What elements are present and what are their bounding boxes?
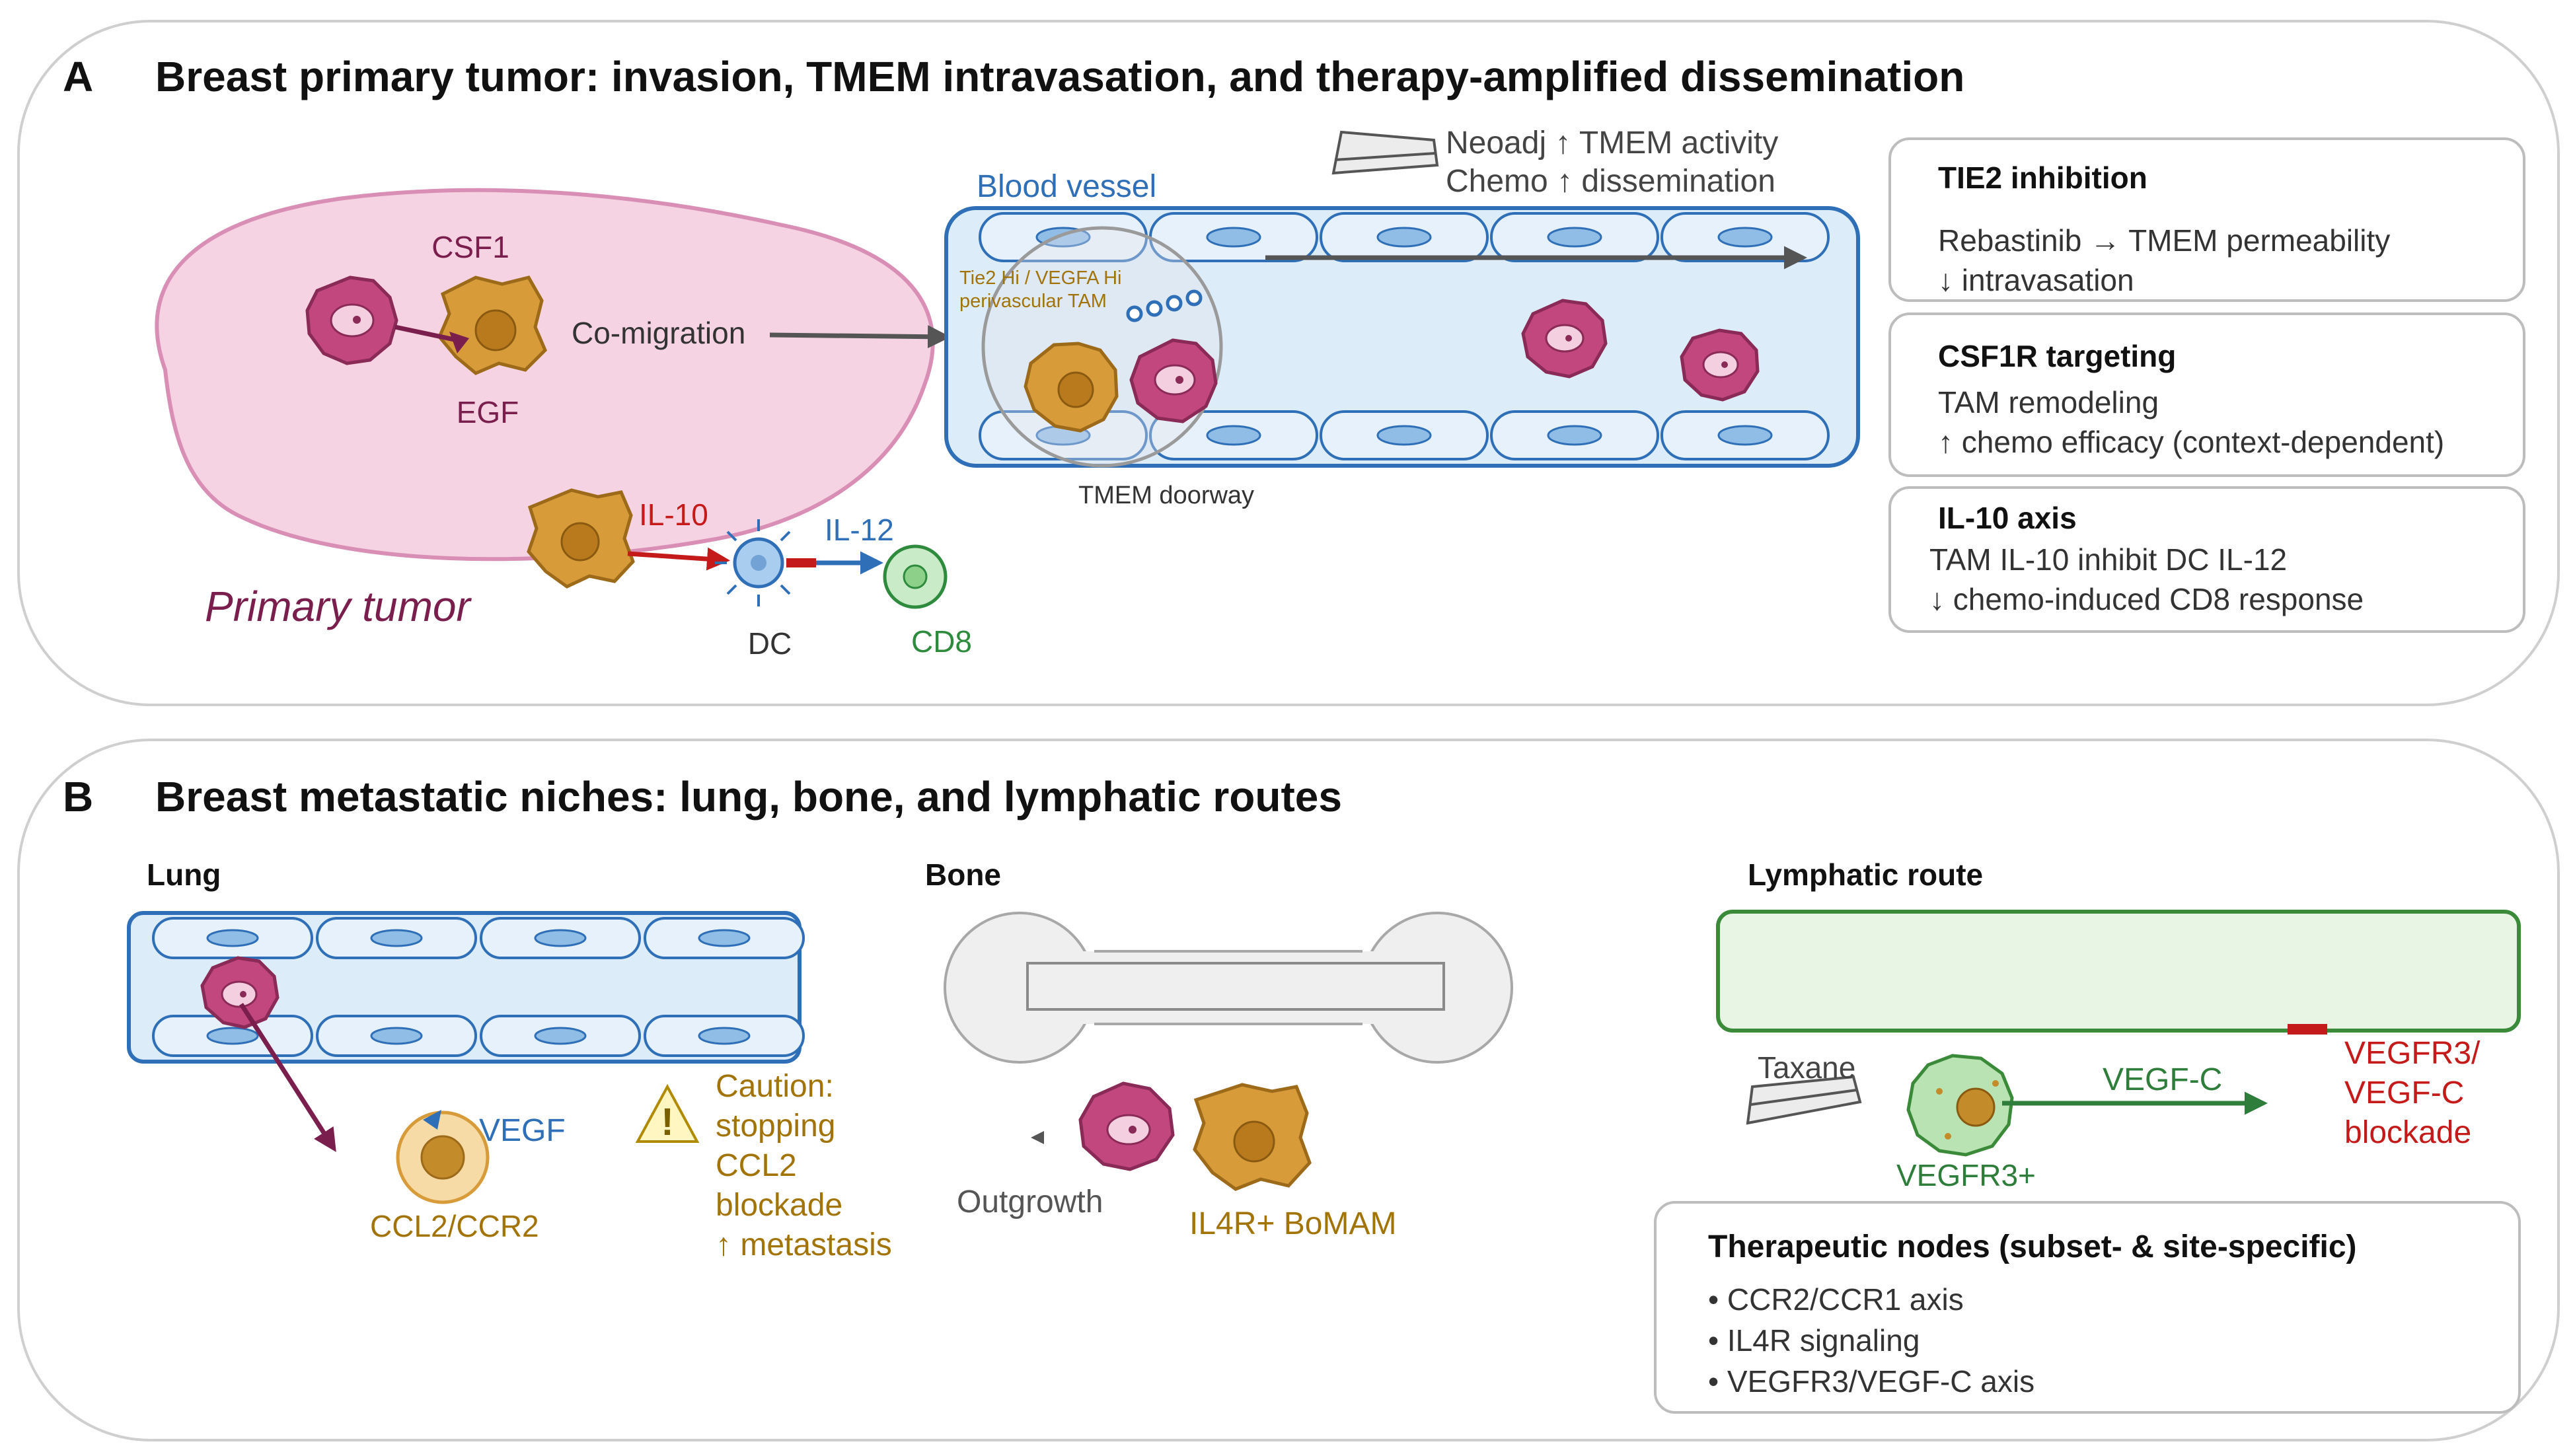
csf1r-box-title: CSF1R targeting	[1938, 339, 2176, 373]
intravasating-tumor-cell	[1129, 338, 1218, 423]
nodes-title: Therapeutic nodes (subset- & site-specif…	[1708, 1229, 2357, 1264]
vegfr3-plus-label: VEGFR3+	[1896, 1158, 2036, 1192]
tie2-box-line1: Rebastinib → TMEM permeability	[1938, 223, 2390, 258]
tam-macrophage	[437, 275, 547, 375]
tam-il10-source	[527, 488, 635, 589]
node-item-3: • VEGFR3/VEGF-C axis	[1708, 1364, 2034, 1399]
blockade-line-2: VEGF-C	[2344, 1075, 2464, 1110]
caution-line-2: stopping	[716, 1109, 835, 1144]
primary-tumor-label: Primary tumor	[205, 583, 472, 630]
lung-label: Lung	[147, 857, 221, 892]
caution-line-5: ↑ metastasis	[716, 1227, 892, 1262]
tumor-cell	[305, 275, 398, 365]
therapeutic-nodes-box: Therapeutic nodes (subset- & site-specif…	[1654, 1201, 2521, 1414]
tmem-doorway-label: TMEM doorway	[1078, 482, 1254, 509]
taxane-label: Taxane	[1758, 1050, 1855, 1085]
vegfa-dots	[1126, 289, 1203, 322]
panel-b-title: Breast metastatic niches: lung, bone, an…	[155, 773, 1342, 820]
il10-label: IL-10	[639, 497, 708, 532]
caution-text: Caution: stopping CCL2 blockade ↑ metast…	[716, 1069, 892, 1262]
il12-inhibition-bar	[786, 558, 816, 567]
ccl2-monocyte	[396, 1110, 490, 1204]
csf1r-targeting-box: CSF1R targeting TAM remodeling ↑ chemo e…	[1888, 312, 2525, 477]
bone-shape	[944, 912, 1513, 1064]
neoadj-label: Neoadj ↑ TMEM activity	[1446, 126, 1778, 161]
endothelial-cells-top	[979, 212, 1830, 262]
outgrowth-arrowhead	[1031, 1131, 1044, 1144]
blockade-text: VEGFR3/ VEGF-C blockade	[2344, 1036, 2481, 1150]
panel-a-title: Breast primary tumor: invasion, TMEM int…	[155, 53, 1964, 100]
egf-label: EGF	[457, 395, 519, 429]
csf1-label: CSF1	[431, 230, 509, 264]
ccl2-ccr2-label: CCL2/CCR2	[370, 1209, 539, 1243]
taxane-syringe-icon	[1746, 1075, 1862, 1125]
lymphatic-route-label: Lymphatic route	[1748, 857, 1983, 892]
panel-a: A Breast primary tumor: invasion, TMEM i…	[17, 20, 2560, 706]
tam-label-line1: Tie2 Hi / VEGFA Hi	[959, 268, 1122, 289]
extravasation-arrow	[239, 1003, 336, 1152]
node-item-1: • CCR2/CCR1 axis	[1708, 1282, 1964, 1317]
il4r-bomam-label: IL4R+ BoMAM	[1189, 1206, 1396, 1241]
vegf-label: VEGF	[479, 1113, 566, 1148]
tam-label-line2: perivascular TAM	[959, 291, 1107, 312]
tie2-inhibition-box: TIE2 inhibition Rebastinib → TMEM permea…	[1888, 137, 2525, 302]
panel-a-letter: A	[63, 53, 93, 100]
caution-line-1: Caution:	[716, 1069, 834, 1104]
cd8-cell	[883, 544, 948, 609]
caution-line-4: blockade	[716, 1188, 842, 1223]
warning-icon: !	[635, 1083, 700, 1144]
circulating-tumor-cell-1	[1521, 299, 1608, 379]
vegf-c-label: VEGF-C	[2103, 1062, 2222, 1097]
il10-box-line2: ↓ chemo-induced CD8 response	[1929, 582, 2364, 616]
il12-label: IL-12	[825, 513, 894, 547]
panel-b: B Breast metastatic niches: lung, bone, …	[17, 739, 2560, 1441]
syringe-icon	[1331, 130, 1439, 175]
lung-vessel	[127, 911, 805, 1064]
outgrowth-label: Outgrowth	[957, 1184, 1103, 1219]
blockade-line-1: VEGFR3/	[2344, 1036, 2481, 1071]
bone-tumor-cell	[1078, 1081, 1175, 1171]
il10-arrow	[627, 547, 730, 571]
caution-line-3: CCL2	[716, 1148, 797, 1183]
co-migration-label: Co-migration	[572, 316, 745, 350]
bomam-macrophage	[1193, 1083, 1312, 1191]
csf1-arrow	[394, 324, 458, 343]
svg-text:!: !	[661, 1101, 673, 1144]
node-item-2: • IL4R signaling	[1708, 1323, 1920, 1358]
dc-cell	[715, 519, 791, 606]
egf-arrowhead	[449, 332, 469, 353]
cd8-label: CD8	[911, 624, 972, 659]
lymphatic-vessel	[1716, 910, 2521, 1033]
csf1r-box-line2: ↑ chemo efficacy (context-dependent)	[1938, 425, 2444, 459]
endothelial-cells-bottom	[979, 410, 1830, 460]
tie2-box-title: TIE2 inhibition	[1938, 161, 2147, 195]
blood-vessel-label: Blood vessel	[977, 169, 1156, 204]
circulating-tumor-cell-2	[1680, 328, 1760, 402]
chemo-label: Chemo ↑ dissemination	[1446, 164, 1775, 199]
bone-label: Bone	[925, 857, 1001, 892]
il10-axis-box: IL-10 axis TAM IL-10 inhibit DC IL-12 ↓ …	[1888, 486, 2525, 633]
vegfr3-blockade-bar	[2288, 1024, 2327, 1035]
il10-box-line1: TAM IL-10 inhibit DC IL-12	[1929, 542, 2287, 577]
vegfr3-cell	[1906, 1054, 2014, 1157]
lung-tumor-cell	[200, 956, 280, 1029]
blockade-line-3: blockade	[2344, 1115, 2471, 1150]
co-migration-arrow	[769, 325, 951, 349]
dc-label: DC	[748, 626, 792, 661]
il10-box-title: IL-10 axis	[1938, 501, 2077, 535]
csf1r-box-line1: TAM remodeling	[1938, 385, 2159, 419]
perivascular-tam	[1024, 342, 1119, 433]
tie2-box-line2: ↓ intravasation	[1938, 263, 2134, 297]
panel-b-letter: B	[63, 773, 93, 820]
